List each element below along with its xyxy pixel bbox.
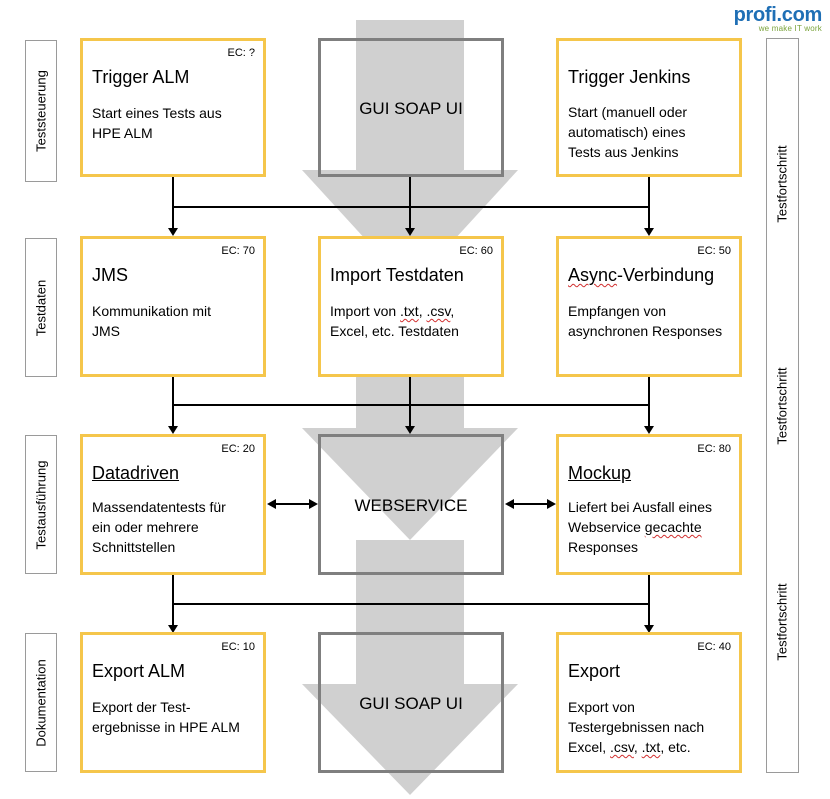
box-description: Massendatentests für ein oder mehrere Sc…	[92, 499, 226, 555]
box-mockup: EC: 80 Mockup Liefert bei Ausfall eines …	[556, 434, 742, 575]
connector-row3-row4	[172, 574, 650, 627]
box-title: Mockup	[568, 463, 632, 483]
box-title: Trigger ALM	[92, 67, 190, 87]
box-gui-soap-ui-bottom: GUI SOAP UI	[318, 632, 504, 773]
arrowheads-row4	[168, 625, 654, 633]
box-description: Empfangen von asynchronen Responses	[568, 303, 723, 339]
ec-label: EC: ?	[227, 47, 255, 59]
logo-tagline: we make IT work	[758, 24, 822, 33]
box-description: Export der Test- ergebnisse in HPE ALM	[92, 699, 240, 735]
ec-label: EC: 10	[221, 641, 255, 653]
lane-label: Teststeuerung	[33, 70, 49, 152]
progress-label-3: Testfortschritt	[774, 583, 790, 661]
ec-label: EC: 40	[697, 641, 731, 653]
gui-label: GUI SOAP UI	[359, 694, 463, 713]
ec-label: EC: 80	[697, 443, 731, 455]
box-gui-soap-ui-top: GUI SOAP UI	[318, 38, 504, 177]
box-description: Start eines Tests aus HPE ALM	[92, 105, 222, 141]
box-datadriven: EC: 20 Datadriven Massendatentests für e…	[80, 434, 266, 575]
lane-label: Testausführung	[33, 460, 49, 549]
arrowheads-row3	[168, 426, 654, 434]
box-trigger-jenkins: Trigger Jenkins Start (manuell oder auto…	[556, 38, 742, 177]
box-jms: EC: 70 JMS Kommunikation mit JMS	[80, 236, 266, 377]
progress-label-2: Testfortschritt	[774, 367, 790, 445]
box-description: Kommunikation mit JMS	[92, 303, 212, 339]
box-trigger-alm: EC: ? Trigger ALM Start eines Tests aus …	[80, 38, 266, 177]
box-description: Import von .txt, .csv, Excel, etc. Testd…	[330, 303, 459, 339]
box-async-verbindung: EC: 50 Async-Verbindung Empfangen von as…	[556, 236, 742, 377]
box-title: Datadriven	[92, 463, 180, 483]
box-title: Export ALM	[92, 661, 186, 681]
lane-dokumentation: Dokumentation	[25, 633, 57, 772]
connector-row1-row2	[172, 176, 650, 230]
lane-testausfuehrung: Testausführung	[25, 435, 57, 574]
box-description: Liefert bei Ausfall eines Webservice gec…	[568, 499, 712, 555]
lane-label: Testdaten	[33, 279, 49, 336]
logo-brand: profi.com	[733, 4, 823, 26]
box-export-alm: EC: 10 Export ALM Export der Test- ergeb…	[80, 632, 266, 773]
ec-label: EC: 60	[459, 245, 493, 257]
box-title: Async-Verbindung	[568, 265, 715, 285]
lane-teststeuerung: Teststeuerung	[25, 40, 57, 182]
gui-label: GUI SOAP UI	[359, 99, 463, 118]
webservice-double-arrows	[267, 499, 556, 509]
ec-label: EC: 70	[221, 245, 255, 257]
box-title: JMS	[92, 265, 128, 285]
progress-lane	[766, 38, 799, 773]
progress-label-1: Testfortschritt	[774, 145, 790, 223]
arrowheads-row2	[168, 228, 654, 236]
ec-label: EC: 50	[697, 245, 731, 257]
box-title: Trigger Jenkins	[568, 67, 691, 87]
company-logo: profi.com we make IT work	[733, 4, 823, 33]
connector-row2-row3	[172, 376, 650, 428]
box-title: Export	[568, 661, 621, 681]
box-import-testdaten: EC: 60 Import Testdaten Import von .txt,…	[318, 236, 504, 377]
webservice-label: WEBSERVICE	[354, 496, 468, 515]
lane-testdaten: Testdaten	[25, 238, 57, 377]
box-export: EC: 40 Export Export von Testergebnissen…	[556, 632, 742, 773]
big-flow-arrow-top	[302, 20, 518, 288]
box-title: Import Testdaten	[330, 265, 464, 285]
ec-label: EC: 20	[221, 443, 255, 455]
box-description: Start (manuell oder automatisch) eines T…	[568, 104, 688, 160]
box-webservice: WEBSERVICE	[318, 434, 504, 575]
lane-label: Dokumentation	[33, 658, 49, 747]
box-description: Export von Testergebnissen nach Excel, .…	[568, 699, 705, 755]
